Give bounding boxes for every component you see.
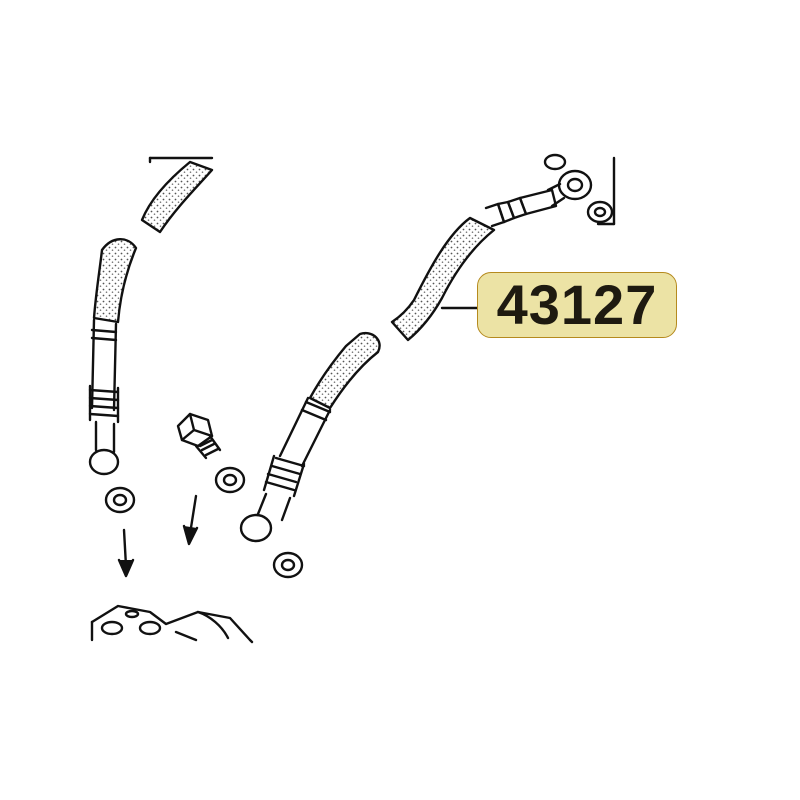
- banjo-bolt: [176, 412, 222, 460]
- left-hose-ribbed-fitting: [88, 384, 120, 454]
- left-washer: [104, 486, 136, 514]
- left-hose-assembly: [88, 160, 214, 578]
- left-hose-lower-segment: [92, 238, 138, 324]
- frame-bracket-right: [596, 156, 616, 226]
- left-hose-ferrule: [90, 318, 118, 412]
- right-hose-top-fitting: [484, 182, 566, 228]
- right-hose-lower-segment: [308, 331, 381, 410]
- frame-bracket-left: [148, 156, 214, 164]
- part-number-callout[interactable]: 43127: [477, 272, 677, 338]
- left-banjo-eye: [88, 448, 120, 476]
- right-hose-ferrule: [278, 396, 332, 468]
- part-number-label: 43127: [496, 273, 658, 336]
- left-hose-upper-segment: [140, 160, 214, 234]
- right-washer: [272, 551, 304, 579]
- left-assembly-arrow: [117, 528, 135, 578]
- right-banjo-eye-top: [557, 169, 593, 201]
- right-hose-assembly: [239, 153, 614, 579]
- center-washer: [214, 466, 246, 494]
- right-hose-upper-segment: [390, 216, 496, 342]
- right-banjo-eye-bottom: [239, 513, 273, 543]
- right-top-washer: [543, 153, 614, 224]
- right-hose-ribbed-fitting: [256, 454, 306, 522]
- center-assembly-arrow: [182, 494, 199, 546]
- pump-housing: [90, 604, 254, 644]
